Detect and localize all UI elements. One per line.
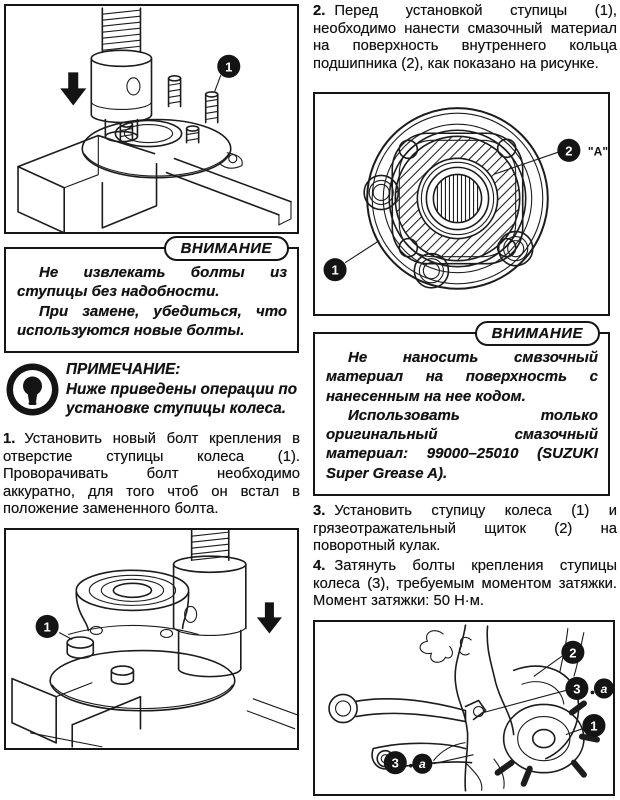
step-3-text: Установить ступицу колеса (1) и грязеотр… bbox=[313, 503, 617, 555]
step-4-text: Затянуть болты крепления ступицы колеса … bbox=[313, 558, 617, 610]
stud-front-right bbox=[185, 125, 200, 144]
callout-label-1: 1 bbox=[44, 619, 51, 634]
warning-left-p2: При замене, убедиться, что используются … bbox=[17, 302, 287, 339]
step-1-text: Установить новый болт крепления в отверс… bbox=[3, 431, 300, 518]
warning-box-right: ВНИМАНИЕ Не наносить смвзочный материал … bbox=[313, 321, 610, 496]
warning-text-left: Не извлекать болты из ступицы без надобн… bbox=[17, 263, 287, 340]
warning-box-left: ВНИМАНИЕ Не извлекать болты из ступицы б… bbox=[4, 236, 299, 353]
note-text: ПРИМЕЧАНИЕ: Ниже приведены операции по у… bbox=[66, 360, 300, 419]
figure-knuckle-torque: 2 3 a 1 3 a bbox=[313, 620, 615, 796]
bolt-head-2 bbox=[110, 665, 135, 685]
bolt-bosses bbox=[363, 174, 534, 289]
step-2-number: 2. bbox=[313, 3, 326, 19]
warning-right-p1: Не наносить смвзочный материал на поверх… bbox=[326, 349, 598, 405]
callout-label-1: 1 bbox=[225, 59, 232, 74]
note-heading: ПРИМЕЧАНИЕ: bbox=[66, 361, 181, 378]
callout-label-a-top: a bbox=[601, 682, 608, 696]
callout-label-a-bottom: a bbox=[419, 757, 426, 771]
callout-label-1: 1 bbox=[590, 719, 597, 734]
stud-rear-right bbox=[204, 91, 219, 124]
spline-bore bbox=[436, 174, 479, 223]
callout-circle-2 bbox=[557, 138, 581, 162]
knuckle-illustration: 2 3 a 1 3 a bbox=[328, 624, 613, 792]
callout-circle-2 bbox=[561, 640, 585, 664]
bulb-icon bbox=[6, 363, 59, 416]
callout-circle-1 bbox=[582, 714, 606, 738]
figure-press-hub-bottom: 1 bbox=[4, 528, 299, 750]
callout-label-2: 2 bbox=[565, 143, 572, 158]
callout-circle-3-bottom bbox=[383, 751, 407, 775]
callout-label-1: 1 bbox=[331, 263, 338, 278]
stud-rear-left bbox=[167, 75, 182, 108]
warning-left-p1: Не извлекать болты из ступицы без надобн… bbox=[17, 264, 287, 301]
callout-dot-bottom bbox=[409, 763, 413, 768]
step-1-number: 1. bbox=[3, 431, 16, 447]
warning-right-p2: Использовать только оригинальный смазочн… bbox=[326, 406, 598, 482]
callout-circle-1 bbox=[35, 614, 59, 638]
callout-circle-a-top bbox=[593, 678, 613, 699]
figure-press-stud-install: 1 bbox=[4, 4, 299, 234]
step-1: 1.Установить новый болт крепления в отве… bbox=[3, 431, 300, 519]
warning-text-right: Не наносить смвзочный материал на поверх… bbox=[326, 348, 598, 483]
warning-label-right: ВНИМАНИЕ bbox=[474, 321, 600, 346]
note-block: ПРИМЕЧАНИЕ: Ниже приведены операции по у… bbox=[5, 360, 300, 426]
note-body: Ниже приведены операции по установке сту… bbox=[66, 380, 298, 418]
callout-circle-1 bbox=[323, 258, 347, 282]
callout-circle-3-top bbox=[565, 676, 589, 700]
callout-label-3-bottom: 3 bbox=[392, 756, 399, 771]
hub-front-illustration: 2 "A" 1 bbox=[323, 107, 608, 290]
press-hub-illustration: 1 bbox=[11, 530, 297, 748]
warning-label-left: ВНИМАНИЕ bbox=[163, 236, 289, 261]
step-3-number: 3. bbox=[313, 503, 326, 519]
press-stud-illustration: 1 bbox=[17, 7, 292, 232]
callout-dot-top bbox=[590, 690, 595, 695]
callout-label-2: 2 bbox=[569, 645, 576, 660]
step-4: 4.Затянуть болты крепления ступицы колес… bbox=[313, 558, 617, 611]
callout-circle-1 bbox=[217, 54, 241, 78]
figure-hub-front: 2 "A" 1 bbox=[313, 92, 610, 316]
step-2-text: Перед установкой ступицы (1), необходимо… bbox=[313, 3, 617, 72]
surface-a-label: "A" bbox=[588, 144, 608, 158]
step-3: 3.Установить ступицу колеса (1) и грязео… bbox=[313, 503, 617, 556]
callout-label-3-top: 3 bbox=[573, 681, 580, 696]
stud-front-left bbox=[119, 121, 134, 142]
step-2: 2.Перед установкой ступицы (1), необходи… bbox=[313, 3, 617, 73]
callout-circle-a-bottom bbox=[412, 753, 433, 774]
step-4-number: 4. bbox=[313, 558, 326, 574]
bolt-head bbox=[66, 636, 95, 659]
